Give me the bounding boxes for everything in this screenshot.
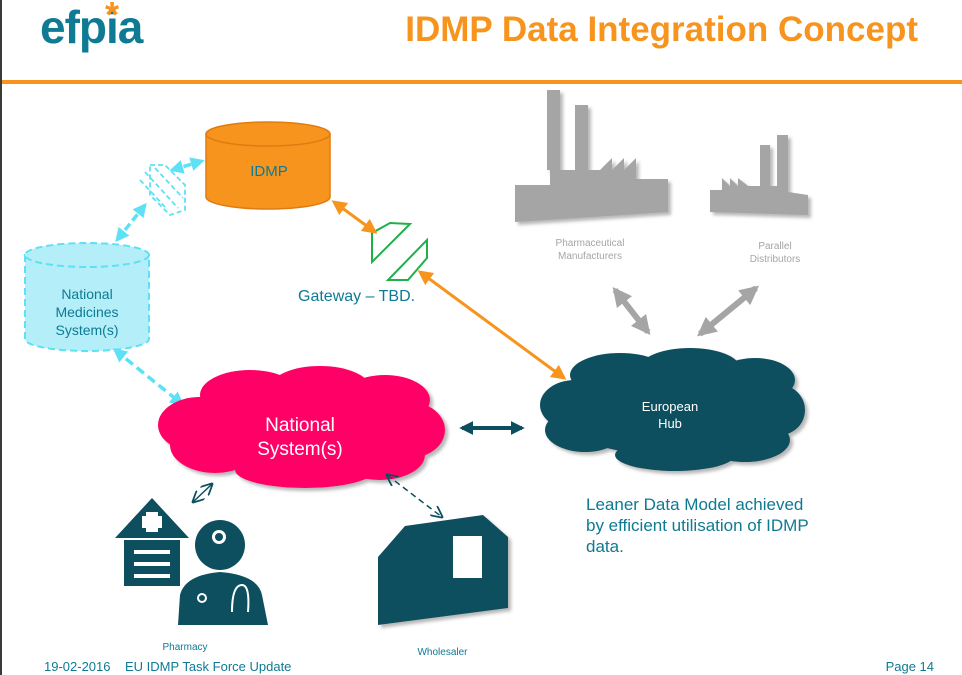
gateway-to-hub-arrow (417, 270, 567, 380)
gateway-icon (371, 221, 428, 281)
dashed-gateway-to-medicines-arrow (115, 202, 147, 243)
national-medicines-database-icon (24, 242, 150, 352)
wholesaler-to-national-arrow (387, 475, 442, 517)
wholesaler-label: Wholesaler (417, 647, 468, 658)
efpia-logo: efpia (40, 0, 143, 54)
pharmacy-to-national-arrow (193, 484, 212, 502)
footer-subtitle: EU IDMP Task Force Update (125, 659, 292, 674)
wholesaler-icon (378, 515, 508, 625)
label-line: European (641, 399, 699, 414)
page-number: Page 14 (885, 659, 934, 674)
idmp-database-icon (205, 121, 331, 210)
label-line: Distributors (749, 254, 801, 265)
note-line: by efficient utilisation of IDMP (586, 516, 809, 535)
idmp-to-gateway-arrow (331, 200, 378, 234)
distributor-factory-icon (710, 135, 808, 215)
distributors-to-hub-arrow (697, 285, 759, 337)
label-line: Manufacturers (558, 251, 622, 262)
label-line: Hub (658, 416, 682, 431)
gateway-label: Gateway – TBD. (298, 288, 416, 305)
slide-left-border (0, 0, 2, 675)
slide-title: IDMP Data Integration Concept (405, 10, 918, 49)
label-line: National (61, 286, 113, 302)
logo-star-icon: * (105, 0, 120, 35)
dashed-gateway-icon (139, 164, 186, 217)
manufacturers-to-hub-arrow (612, 286, 651, 336)
parallel-distributors-label: Parallel Distributors (725, 240, 825, 266)
leaner-data-note: Leaner Data Model achieved by efficient … (586, 494, 886, 557)
label-line: National (265, 415, 335, 436)
pharmacy-label: Pharmacy (162, 642, 208, 653)
label-line: Medicines (55, 304, 119, 320)
note-line: data. (586, 537, 624, 556)
label-line: Parallel (758, 241, 792, 252)
logo-text: efpia (40, 1, 143, 53)
pharmaceutical-factory-icon (515, 90, 668, 222)
pharmacy-icon (115, 498, 189, 586)
european-hub-cloud (540, 348, 805, 471)
idmp-to-dashed-gateway-arrow (169, 157, 205, 174)
european-hub-label: European Hub (620, 398, 720, 432)
header-rule (2, 80, 962, 84)
label-line: System(s) (55, 322, 119, 338)
doctor-icon (178, 520, 268, 625)
label-line: System(s) (257, 439, 343, 460)
national-medicines-label: National Medicines System(s) (25, 285, 149, 339)
national-systems-label: National System(s) (230, 414, 370, 462)
label-line: Pharmaceutical (555, 238, 625, 249)
pharmaceutical-manufacturers-label: Pharmaceutical Manufacturers (530, 237, 650, 263)
note-line: Leaner Data Model achieved (586, 495, 804, 514)
medicines-to-national-systems-arrow (112, 348, 185, 406)
footer-date: 19-02-2016 (44, 659, 111, 674)
national-systems-cloud (158, 366, 445, 488)
idmp-label: IDMP (250, 163, 288, 180)
